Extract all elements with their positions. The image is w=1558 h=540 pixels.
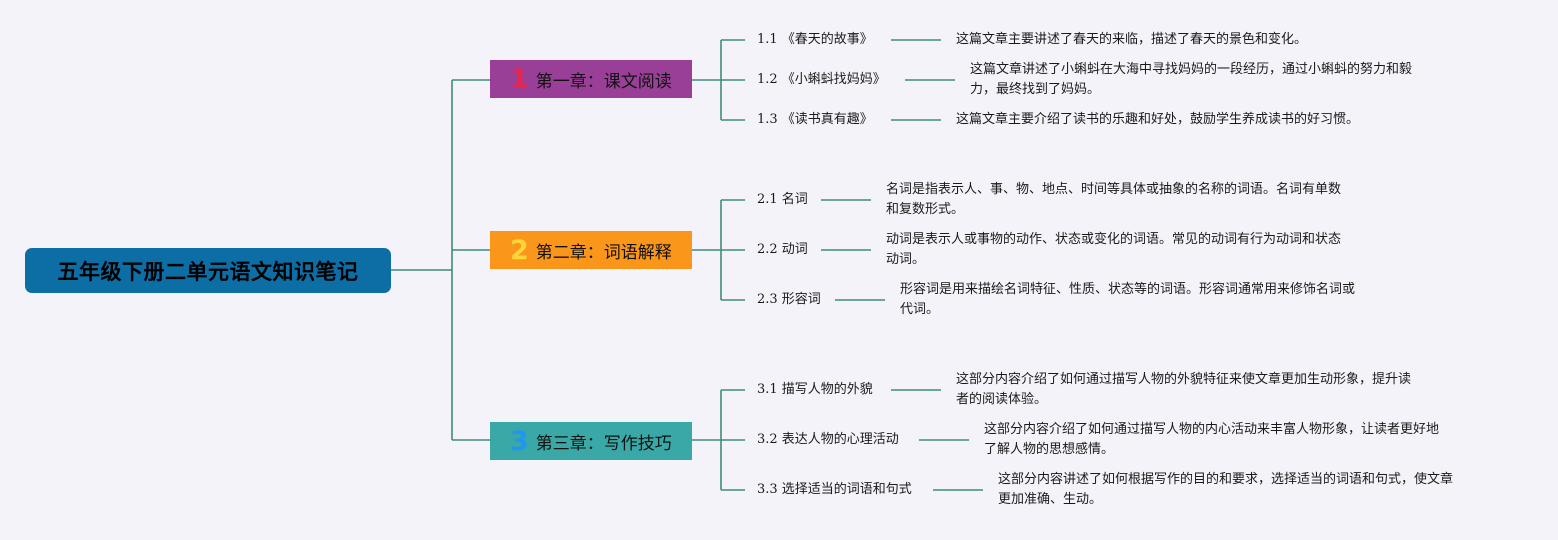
topic-desc-line: 这部分内容讲述了如何根据写作的目的和要求，选择适当的词语和句式，使文章: [998, 472, 1454, 487]
chapter-node-3[interactable]: 3 第三章：写作技巧: [490, 422, 692, 460]
topic-desc-line: 者的阅读体验。: [956, 392, 1048, 407]
topic-desc-1-3: 这篇文章主要介绍了读书的乐趣和好处，鼓励学生养成读书的好习惯。: [956, 110, 1359, 130]
topic-desc-line: 形容词是用来描绘名词特征、性质、状态等的词语。形容词通常用来修饰名词或: [900, 282, 1356, 297]
topic-node-3-1[interactable]: 3.1 描写人物的外貌: [757, 382, 873, 397]
topic-desc-line: 名词是指表示人、事、物、地点、时间等具体或抽象的名称的词语。名词有单数: [886, 182, 1342, 197]
root-title: 五年级下册二单元语文知识笔记: [57, 259, 359, 284]
chapter-node-1[interactable]: 1 第一章：课文阅读: [490, 60, 692, 98]
topic-desc-line: 和复数形式。: [886, 202, 965, 217]
root-node[interactable]: 五年级下册二单元语文知识笔记: [25, 248, 391, 293]
topic-desc-line: 这篇文章主要介绍了读书的乐趣和好处，鼓励学生养成读书的好习惯。: [956, 112, 1360, 127]
topic-node-2-1[interactable]: 2.1 名词: [757, 192, 808, 207]
topic-desc-2-3: 形容词是用来描绘名词特征、性质、状态等的词语。形容词通常用来修饰名词或 代词。: [900, 280, 1355, 320]
topic-node-2-2[interactable]: 2.2 动词: [757, 242, 808, 257]
topic-node-1-3[interactable]: 1.3 《读书真有趣》: [757, 112, 873, 127]
topic-desc-line: 更加准确、生动。: [998, 492, 1103, 507]
chapter-title-3: 第三章：写作技巧: [535, 433, 672, 454]
chapter-title-2: 第二章：词语解释: [535, 242, 672, 263]
chapter-node-2[interactable]: 2 第二章：词语解释: [490, 231, 692, 269]
topic-desc-line: 这部分内容介绍了如何通过描写人物的内心活动来丰富人物形象，让读者更好地: [984, 422, 1440, 437]
topic-node-1-2[interactable]: 1.2 《小蝌蚪找妈妈》: [757, 72, 886, 87]
chapter-number-1: 1: [510, 63, 529, 95]
topic-desc-line: 这篇文章主要讲述了春天的来临，描述了春天的景色和变化。: [956, 32, 1308, 47]
topic-desc-3-1: 这部分内容介绍了如何通过描写人物的外貌特征来使文章更加生动形象，提升读 者的阅读…: [956, 370, 1411, 410]
topic-desc-line: 动词是表示人或事物的动作、状态或变化的词语。常见的动词有行为动词和状态: [886, 232, 1342, 247]
topic-desc-2-2: 动词是表示人或事物的动作、状态或变化的词语。常见的动词有行为动词和状态 动词。: [886, 230, 1341, 270]
topic-desc-line: 动词。: [886, 252, 926, 267]
chapter-number-2: 2: [510, 234, 529, 266]
topic-desc-1-2: 这篇文章讲述了小蝌蚪在大海中寻找妈妈的一段经历，通过小蝌蚪的努力和毅 力，最终找…: [970, 60, 1412, 100]
topic-desc-2-1: 名词是指表示人、事、物、地点、时间等具体或抽象的名称的词语。名词有单数 和复数形…: [886, 180, 1341, 220]
topic-node-3-2[interactable]: 3.2 表达人物的心理活动: [757, 432, 899, 447]
topic-node-1-1[interactable]: 1.1 《春天的故事》: [757, 32, 873, 47]
topic-desc-3-2: 这部分内容介绍了如何通过描写人物的内心活动来丰富人物形象，让读者更好地 了解人物…: [984, 420, 1439, 460]
chapter-number-3: 3: [510, 425, 529, 457]
topic-desc-line: 力，最终找到了妈妈。: [970, 82, 1101, 97]
topic-desc-3-3: 这部分内容讲述了如何根据写作的目的和要求，选择适当的词语和句式，使文章 更加准确…: [998, 470, 1453, 510]
chapter-title-1: 第一章：课文阅读: [535, 71, 672, 92]
topic-desc-line: 这篇文章讲述了小蝌蚪在大海中寻找妈妈的一段经历，通过小蝌蚪的努力和毅: [970, 62, 1413, 77]
topic-desc-line: 代词。: [900, 302, 940, 317]
topic-desc-line: 了解人物的思想感情。: [984, 442, 1115, 457]
topic-desc-1-1: 这篇文章主要讲述了春天的来临，描述了春天的景色和变化。: [956, 30, 1307, 50]
topic-desc-line: 这部分内容介绍了如何通过描写人物的外貌特征来使文章更加生动形象，提升读: [956, 372, 1412, 387]
topic-node-2-3[interactable]: 2.3 形容词: [757, 292, 821, 307]
topic-node-3-3[interactable]: 3.3 选择适当的词语和句式: [757, 482, 912, 497]
